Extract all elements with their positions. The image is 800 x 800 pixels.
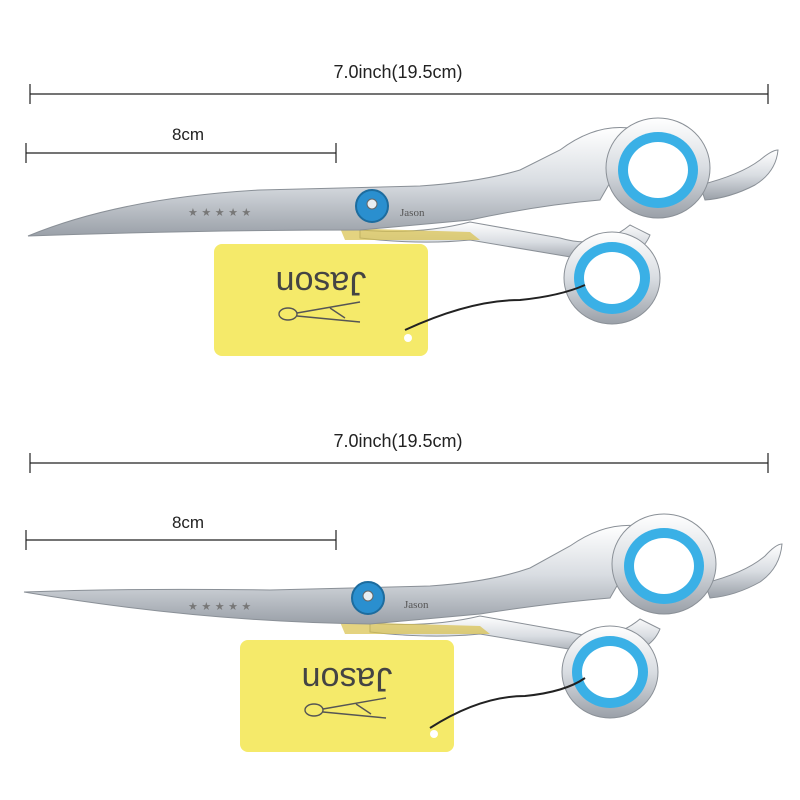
tag-string xyxy=(429,677,586,729)
tag-string xyxy=(404,284,586,331)
handle-engraving: Jason xyxy=(400,207,425,219)
blade-length-dimension-line xyxy=(25,530,337,550)
upper-blade xyxy=(27,127,641,237)
blade-length-label: 8cm xyxy=(171,125,205,144)
blade-length-label: 8cm xyxy=(171,513,205,532)
blade-length-dimension-line xyxy=(25,143,337,163)
handle-engraving: Jason xyxy=(404,599,429,611)
total-length-dimension-line xyxy=(29,453,769,473)
scissors-illustration: ★ ★ ★ ★ ★ Jason Jason xyxy=(25,84,779,356)
product-panel-2: 7.0inch(19.5cm) 8cm xyxy=(0,378,800,778)
price-tag xyxy=(240,640,454,752)
total-length-dimension-line xyxy=(29,84,769,104)
tag-logo-text: Jason xyxy=(276,264,367,302)
upper-blade xyxy=(23,524,651,625)
tag-scissors-logo-icon xyxy=(278,301,361,323)
product-panel-1: 7.0inch(19.5cm) 8cm xyxy=(25,62,779,356)
blade-stars-engraving: ★ ★ ★ ★ ★ xyxy=(188,206,251,219)
tag-logo-text: Jason xyxy=(302,660,393,698)
scissors-illustration: ★ ★ ★ ★ ★ Jason Jason xyxy=(23,453,783,752)
total-length-label: 7.0inch(19.5cm) xyxy=(333,62,463,82)
tag-scissors-logo-icon xyxy=(304,697,387,719)
blade-stars-engraving: ★ ★ ★ ★ ★ xyxy=(188,600,251,613)
finger-rest xyxy=(704,543,783,599)
total-length-label: 7.0inch(19.5cm) xyxy=(333,431,463,451)
price-tag xyxy=(214,244,428,356)
finger-rest xyxy=(699,149,779,201)
